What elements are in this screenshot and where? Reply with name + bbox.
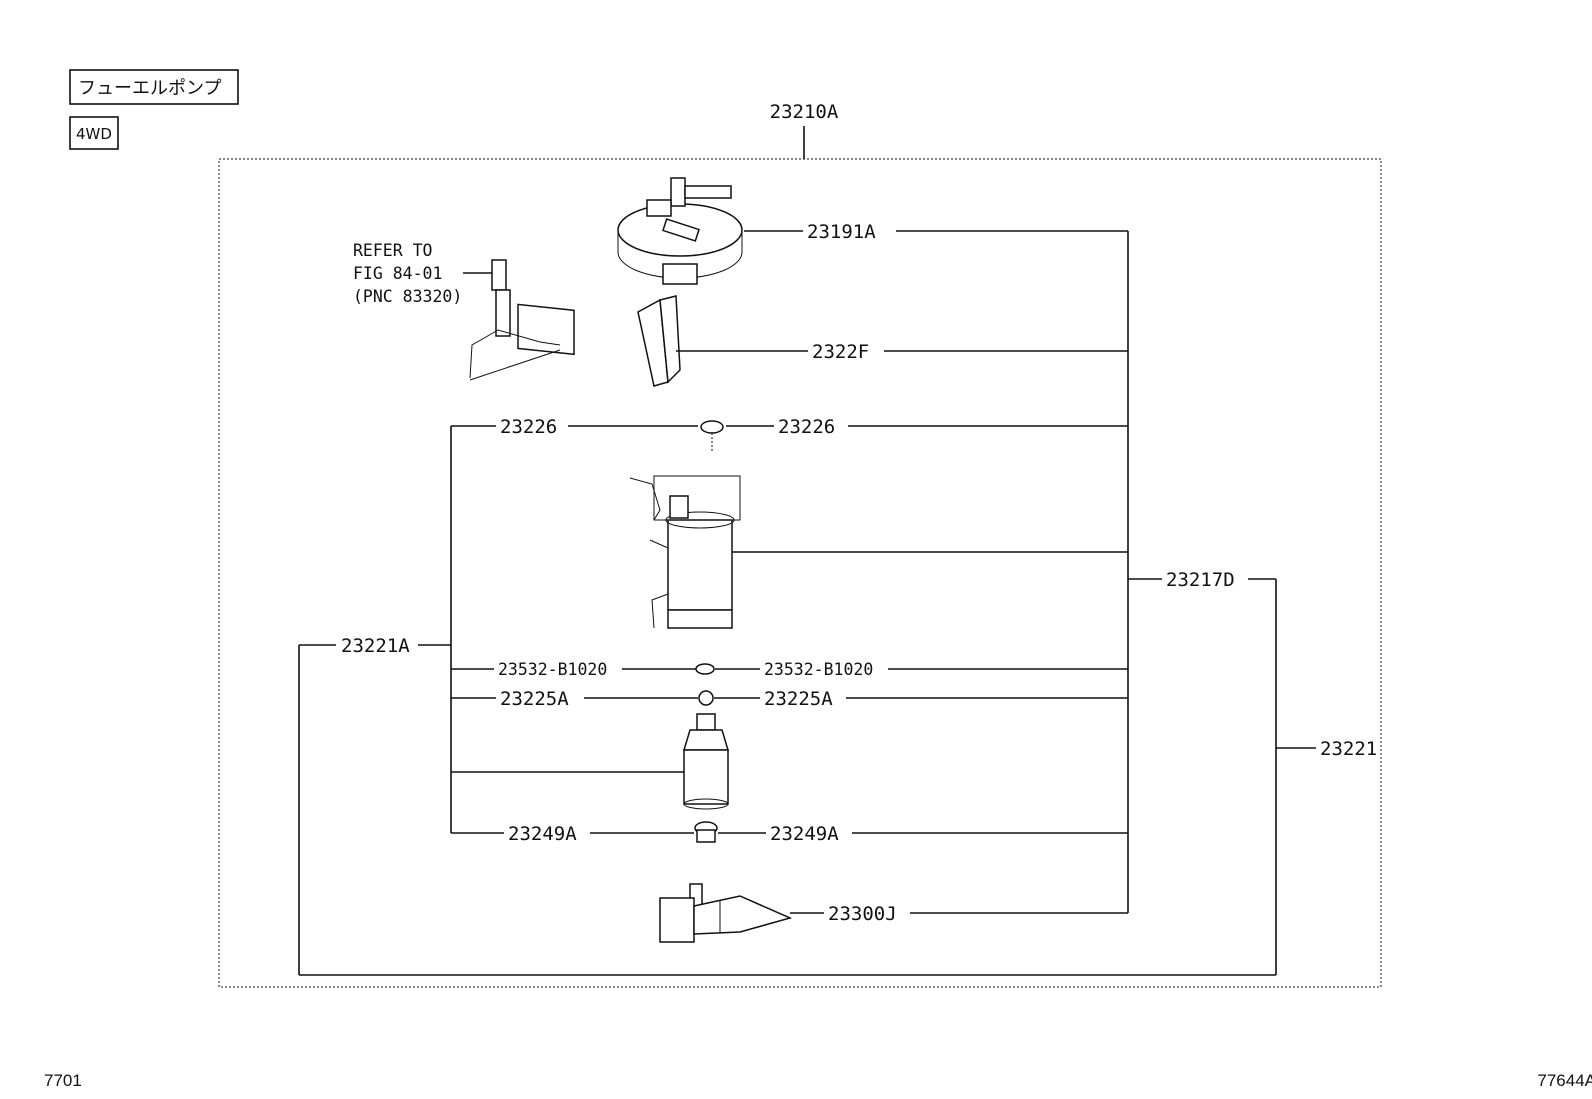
- reference-line-1: REFER TO: [353, 241, 432, 260]
- part-23217D-label: 23217D: [1166, 569, 1235, 591]
- part-23249A-right-label: 23249A: [770, 823, 839, 845]
- part-23300J-label: 23300J: [828, 903, 897, 925]
- name-tag-text: フューエルポンプ: [78, 78, 221, 99]
- assembly-frame: [218, 158, 1382, 988]
- footer-right-code: 77644A: [1537, 1071, 1592, 1090]
- part-23532-right-label: 23532-B1020: [764, 660, 873, 679]
- fuel-filter-housing-drawing: [629, 475, 741, 629]
- grommet-23249A: [694, 821, 718, 843]
- part-23221A-label: 23221A: [341, 635, 410, 657]
- part-23249A-left-label: 23249A: [508, 823, 577, 845]
- part-23225A-right-label: 23225A: [764, 688, 833, 710]
- reference-line-3: (PNC 83320): [353, 287, 462, 306]
- part-23225A-left-label: 23225A: [500, 688, 569, 710]
- part-23226-right-label: 23226: [778, 416, 835, 438]
- variant-tag-box: 4WD: [69, 116, 119, 150]
- fuel-sender-gauge-drawing: [469, 259, 575, 381]
- fuel-strainer-drawing: [659, 883, 793, 943]
- part-23191A-label: 23191A: [807, 221, 876, 243]
- bracket-2322F-drawing: [637, 295, 681, 387]
- o-ring-23532: [695, 663, 715, 675]
- fuel-pump-motor-drawing: [682, 713, 730, 810]
- variant-tag-text: 4WD: [76, 125, 112, 143]
- part-23221-label: 23221: [1320, 738, 1377, 760]
- footer-left-code: 7701: [44, 1071, 82, 1090]
- part-23226-left-label: 23226: [500, 416, 557, 438]
- assembly-label: 23210A: [770, 101, 839, 123]
- reference-line-2: FIG 84-01: [353, 264, 442, 283]
- part-2322F-label: 2322F: [812, 341, 869, 363]
- set-plate-drawing: [617, 177, 743, 285]
- o-ring-23226: [700, 420, 724, 434]
- cushion-23225A: [698, 690, 714, 706]
- part-23532-left-label: 23532-B1020: [498, 660, 607, 679]
- name-tag-box: フューエルポンプ: [69, 69, 239, 105]
